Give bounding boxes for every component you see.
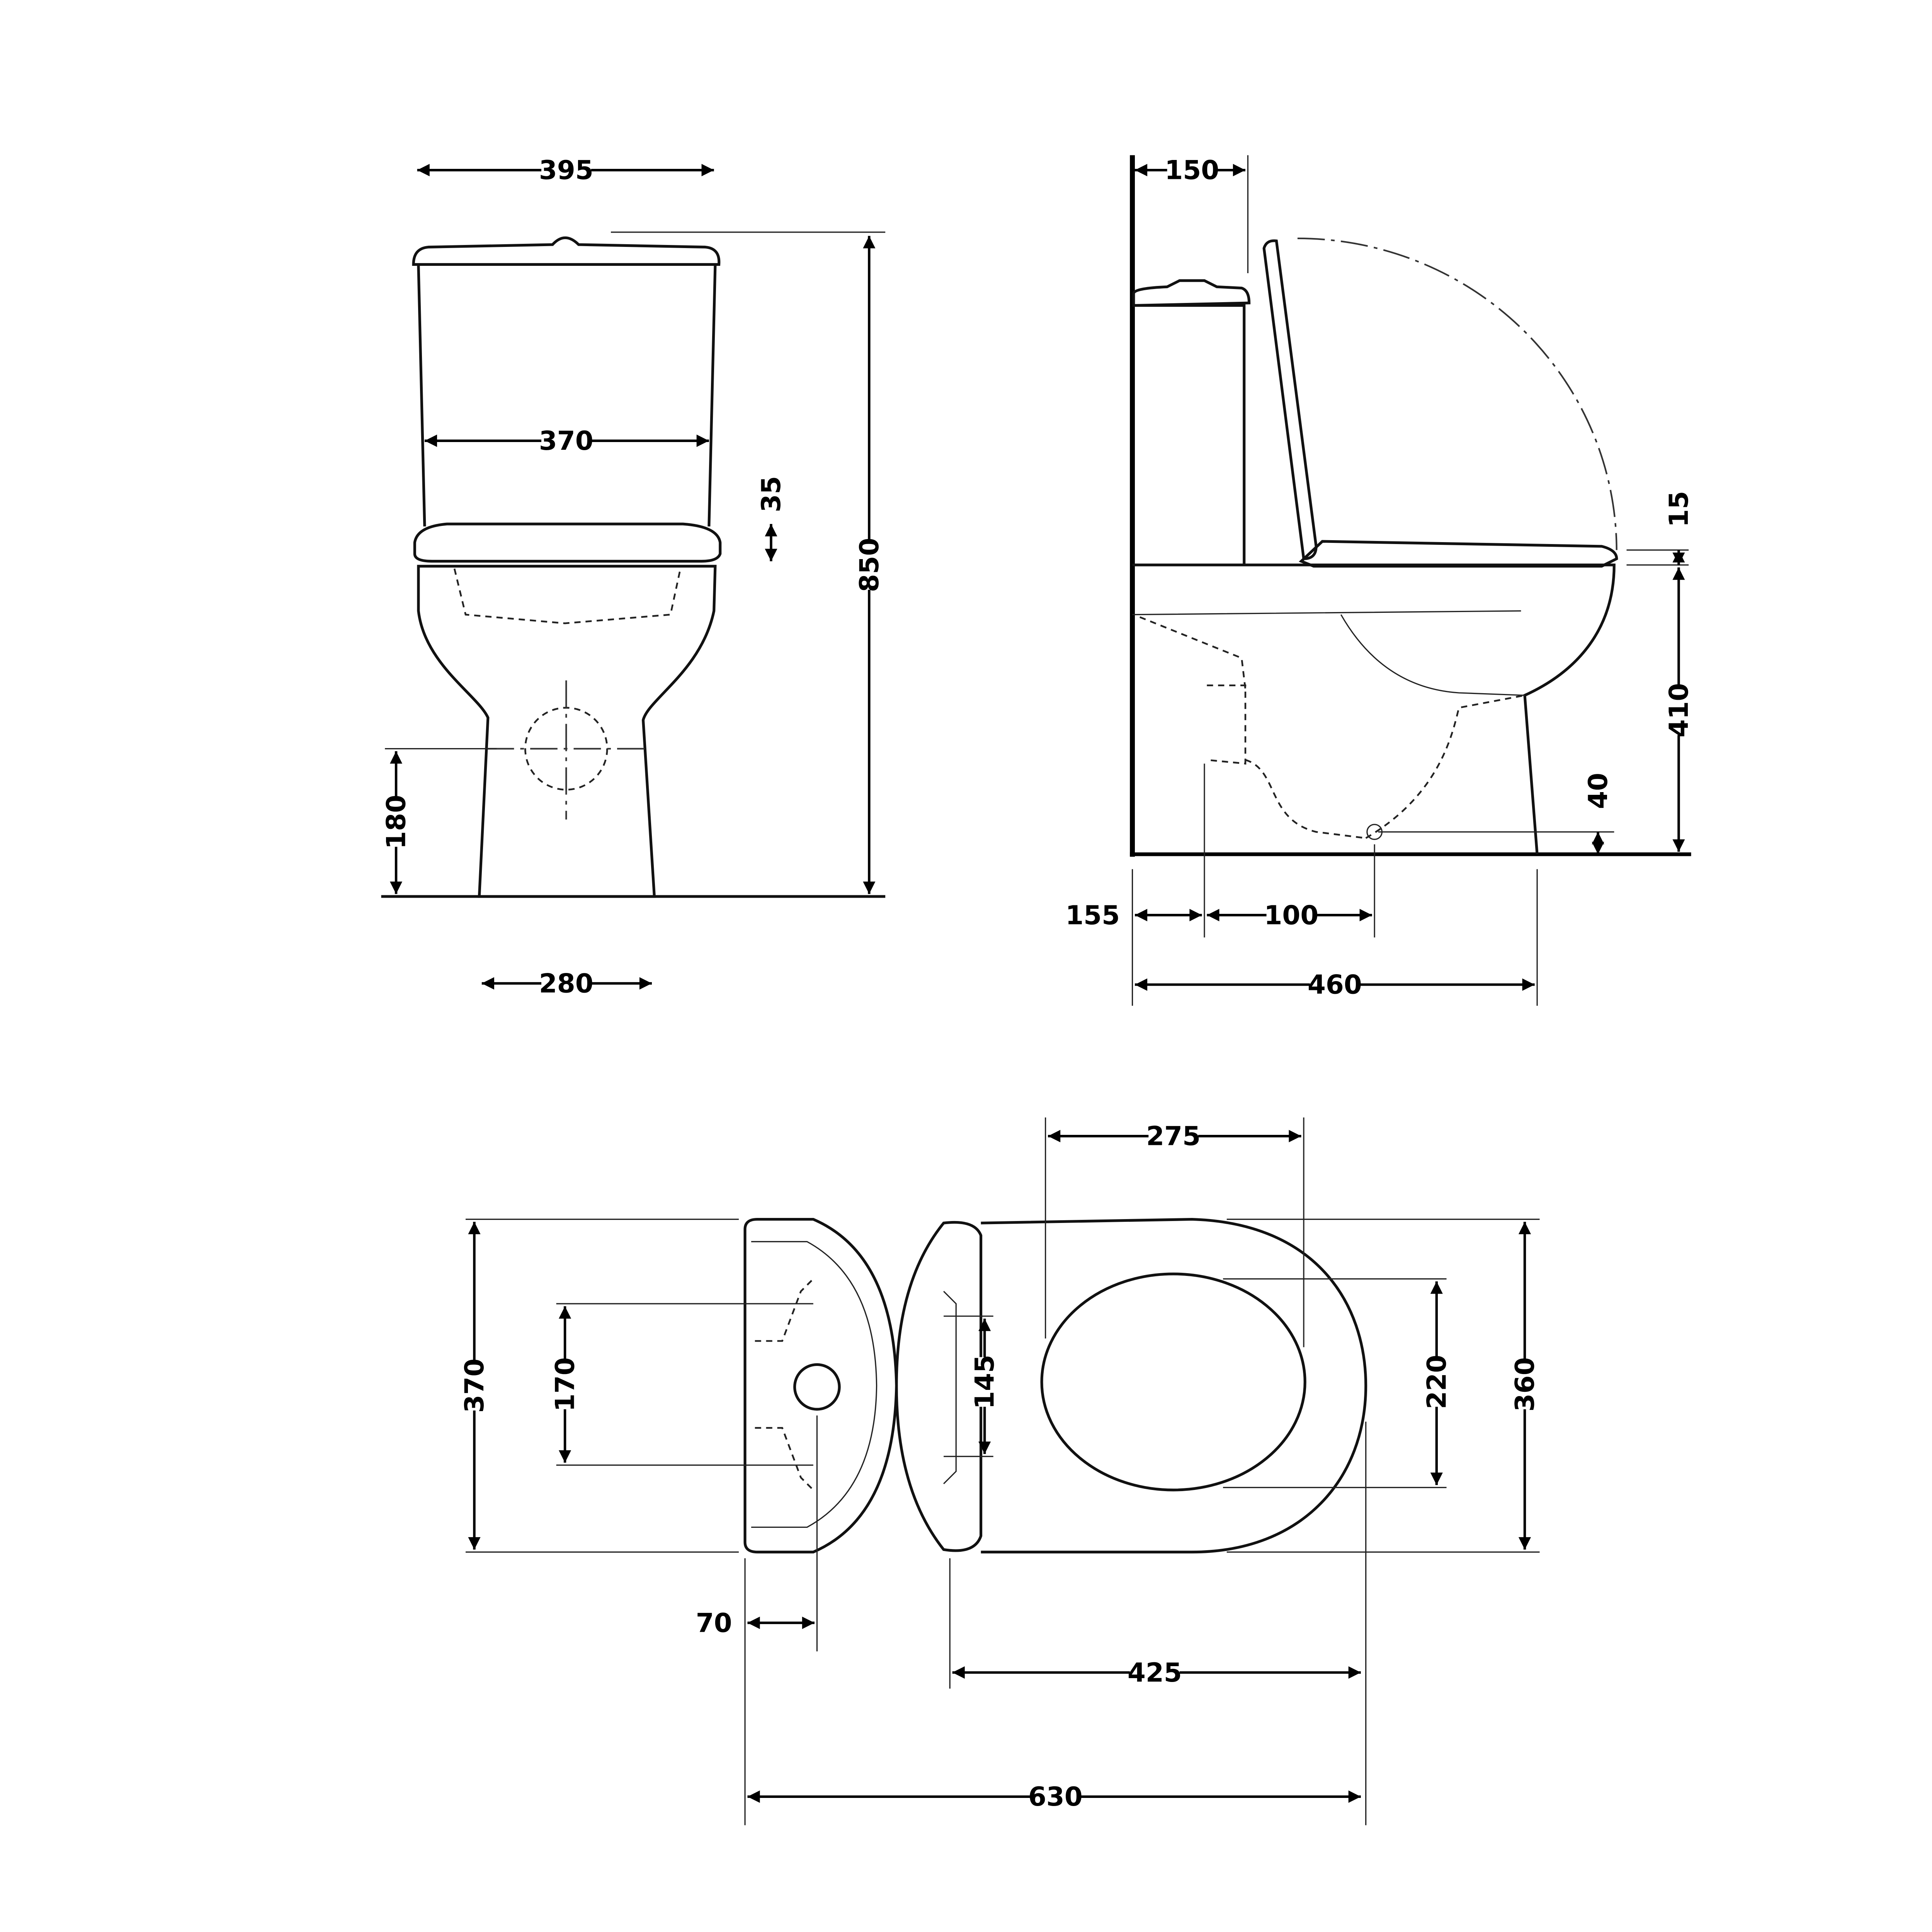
dim-front-height: 850 [854, 236, 884, 894]
dimension-label: 145 [969, 1355, 1000, 1409]
dimension-label: 280 [539, 968, 594, 998]
lid-swing-arc [1297, 237, 1617, 550]
dim-top-tank: 370 [459, 1221, 490, 1550]
dimension-label: 370 [459, 1359, 490, 1413]
label-background [1665, 685, 1692, 735]
dim-side-floor: 40 [1583, 773, 1613, 854]
dimension-label: 360 [1510, 1357, 1540, 1412]
dimension-label: 425 [1128, 1657, 1182, 1688]
bowl [417, 565, 717, 898]
outlet-centerline [486, 680, 646, 820]
seat-opening [1040, 1272, 1306, 1492]
bowl-side [1132, 563, 1616, 855]
dim-top-bowl-width: 360 [1510, 1221, 1540, 1550]
dim-front-seat: 35 [756, 476, 786, 561]
dimension-label: 150 [1165, 155, 1219, 185]
dim-side-wall: 155 [1065, 900, 1202, 930]
label-background [1031, 1783, 1080, 1811]
label-background [689, 1609, 739, 1637]
dim-top-hinge: 145 [969, 1318, 1000, 1454]
dim-front-tank-inner: 370 [424, 425, 709, 456]
label-background [1148, 1122, 1198, 1150]
dimension-lines: 395 370 35 850 180 280 150 15 410 40 155 100 460 275 3… [381, 155, 1694, 1812]
label-background [1266, 901, 1316, 929]
dimension-label: 395 [539, 155, 594, 185]
tank-top [743, 1218, 898, 1554]
dim-front-outlet: 180 [381, 751, 412, 894]
label-background [1068, 901, 1118, 929]
label-background [382, 797, 410, 847]
label-background [1130, 1659, 1180, 1686]
seat [413, 522, 722, 563]
top-view [466, 1117, 1540, 1825]
dimension-label: 220 [1421, 1355, 1452, 1409]
dimension-label: 180 [381, 795, 412, 849]
dim-top-fixing: 170 [550, 1306, 580, 1463]
extension-lines [466, 1117, 1540, 1825]
dimension-label: 15 [1663, 491, 1694, 527]
label-background [461, 1361, 488, 1411]
raised-lid [1262, 239, 1318, 560]
hinge-bar [943, 1291, 957, 1485]
dim-top-hole: 70 [689, 1607, 815, 1638]
hinge-block [895, 1221, 983, 1552]
dimension-label: 410 [1663, 683, 1694, 738]
side-view [1130, 155, 1691, 1006]
dim-side-rim: 410 [1663, 567, 1694, 852]
dimension-label: 100 [1264, 900, 1318, 930]
dimension-label: 460 [1308, 969, 1362, 1000]
hidden-trap [453, 568, 682, 624]
label-background [1167, 156, 1217, 184]
label-background [1310, 971, 1360, 998]
bowl-top [981, 1218, 1367, 1554]
label-background [551, 1359, 579, 1410]
dimension-label: 35 [756, 476, 786, 512]
label-background [1423, 1357, 1451, 1407]
dimension-label: 370 [539, 425, 594, 456]
bowl-inner [1132, 610, 1525, 696]
dim-side-tank: 150 [1135, 155, 1246, 185]
dim-side-gap: 15 [1663, 491, 1694, 565]
label-background [971, 1357, 998, 1407]
extension-lines [385, 231, 886, 750]
dim-top-bowl-len: 425 [952, 1657, 1361, 1688]
dimension-label: 275 [1146, 1121, 1201, 1151]
dimension-label: 155 [1065, 900, 1120, 930]
dimension-label: 70 [696, 1607, 732, 1638]
dim-top-opening: 275 [1048, 1121, 1301, 1151]
tank-body [417, 265, 717, 527]
tank-inner [751, 1241, 878, 1528]
extension-lines [1131, 155, 1689, 1006]
dimension-label: 850 [854, 538, 884, 592]
side-tank [1132, 279, 1251, 565]
dim-top-total: 630 [747, 1781, 1361, 1812]
label-background [855, 540, 883, 590]
label-background [541, 156, 591, 184]
dimension-label: 630 [1028, 1781, 1083, 1812]
seat-side [1299, 540, 1618, 568]
hidden-trap-side [1139, 616, 1525, 839]
dim-side-outlet: 100 [1207, 900, 1372, 930]
label-background [541, 427, 591, 455]
dimension-label: 170 [550, 1357, 580, 1412]
dim-front-tank-width: 395 [417, 155, 714, 185]
dimension-label: 40 [1583, 773, 1613, 809]
flush-hole [793, 1363, 841, 1411]
dim-front-base: 280 [481, 968, 652, 998]
dim-top-opening-len: 220 [1421, 1281, 1452, 1485]
hidden-flush [755, 1278, 814, 1491]
front-view [381, 231, 886, 898]
dim-side-base: 460 [1135, 969, 1535, 1000]
tank-lid [412, 236, 721, 266]
label-background [1511, 1359, 1539, 1410]
label-background [541, 969, 591, 997]
